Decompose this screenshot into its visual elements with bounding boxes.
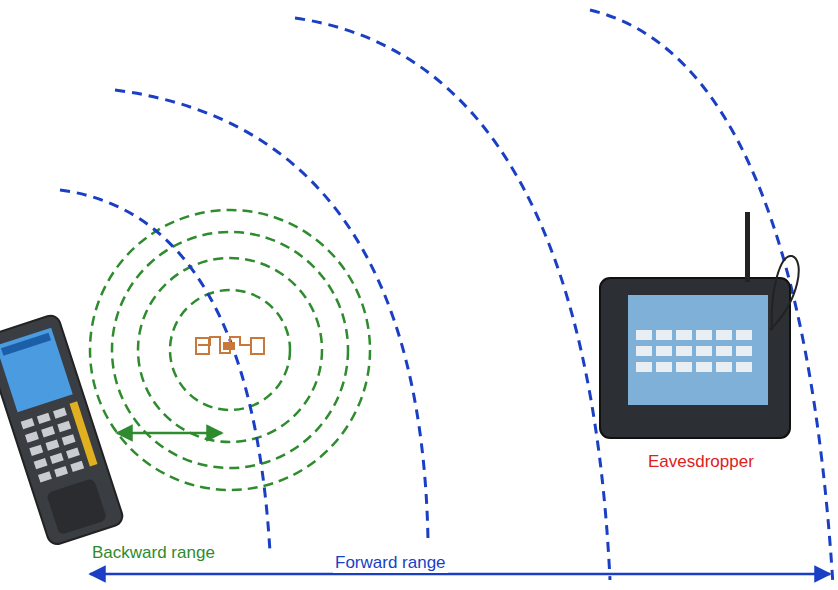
backward-range-label: Backward range: [90, 543, 217, 563]
rfid-tag: [196, 337, 264, 354]
eavesdropper-device: [600, 212, 799, 438]
forward-waves: [60, 10, 833, 585]
forward-range-label: Forward range: [333, 553, 448, 573]
handheld-reader: [0, 313, 125, 546]
eavesdropper-label: Eavesdropper: [646, 452, 756, 472]
backward-range-arrow: [117, 432, 222, 435]
backward-waves: [90, 210, 370, 490]
forward-range-arrow: [90, 573, 830, 576]
